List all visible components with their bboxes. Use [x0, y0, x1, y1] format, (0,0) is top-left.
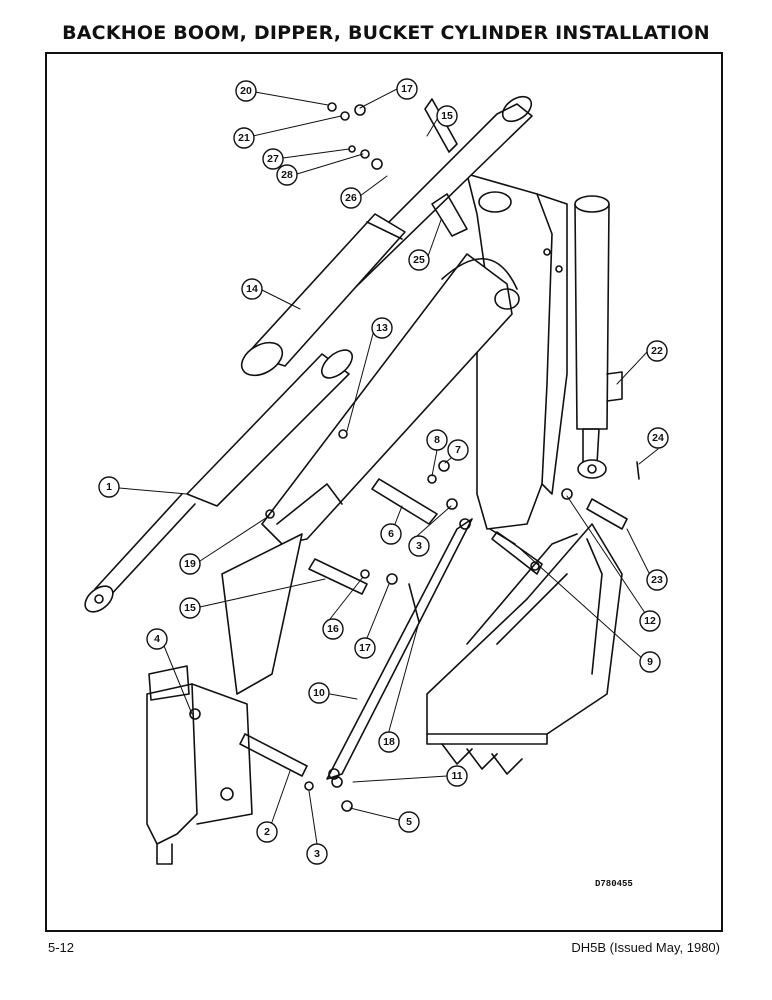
callout-13: 13: [376, 322, 388, 334]
boom-tower: [466, 173, 568, 530]
callout-11: 11: [451, 770, 462, 782]
callout-17: 17: [359, 642, 371, 654]
page-number: 5-12: [48, 940, 75, 955]
callout-26: 26: [345, 192, 357, 204]
callout-6: 6: [388, 528, 394, 540]
callout-25: 25: [413, 254, 425, 266]
callout-1: 1: [106, 481, 112, 493]
hardware: [265, 102, 640, 812]
callout-27: 27: [267, 153, 279, 165]
callout-3: 3: [314, 848, 320, 860]
diagram-frame: 20 17 15 21 27 28 26 25 14 13 22 8 7 24 …: [45, 52, 723, 932]
callout-23: 23: [651, 574, 663, 586]
page-title: BACKHOE BOOM, DIPPER, BUCKET CYLINDER IN…: [62, 22, 710, 44]
callout-circles: [98, 78, 669, 865]
callout-16: 16: [327, 623, 339, 635]
boom-cylinder: [240, 95, 533, 377]
swing-post: [146, 665, 253, 865]
callout-14: 14: [246, 283, 258, 295]
leader-lines: [118, 88, 659, 845]
callout-5: 5: [406, 816, 412, 828]
callout-24: 24: [652, 432, 664, 444]
callout-8: 8: [434, 434, 440, 446]
callout-15: 15: [184, 602, 196, 614]
exploded-parts-diagram: 20 17 15 21 27 28 26 25 14 13 22 8 7 24 …: [84, 78, 669, 889]
dipper-arm: [221, 253, 520, 695]
callout-20: 20: [240, 85, 252, 97]
callout-9: 9: [647, 656, 653, 668]
drawing-code: D780455: [595, 879, 633, 889]
bucket: [426, 523, 623, 775]
callout-21: 21: [238, 132, 250, 144]
callout-4: 4: [154, 633, 160, 645]
pins: [239, 98, 628, 777]
document-reference: DH5B (Issued May, 1980): [571, 940, 720, 955]
dipper-cylinder: [574, 195, 623, 479]
callout-7: 7: [455, 444, 461, 456]
callout-15: 15: [441, 110, 453, 122]
callout-17: 17: [401, 83, 413, 95]
callout-10: 10: [313, 687, 325, 699]
bucket-cylinder: [84, 349, 354, 613]
callout-28: 28: [281, 169, 293, 181]
callout-12: 12: [644, 615, 656, 627]
callout-22: 22: [651, 345, 663, 357]
callout-2: 2: [264, 826, 270, 838]
callout-18: 18: [383, 736, 395, 748]
callout-3: 3: [416, 540, 422, 552]
callout-19: 19: [184, 558, 196, 570]
